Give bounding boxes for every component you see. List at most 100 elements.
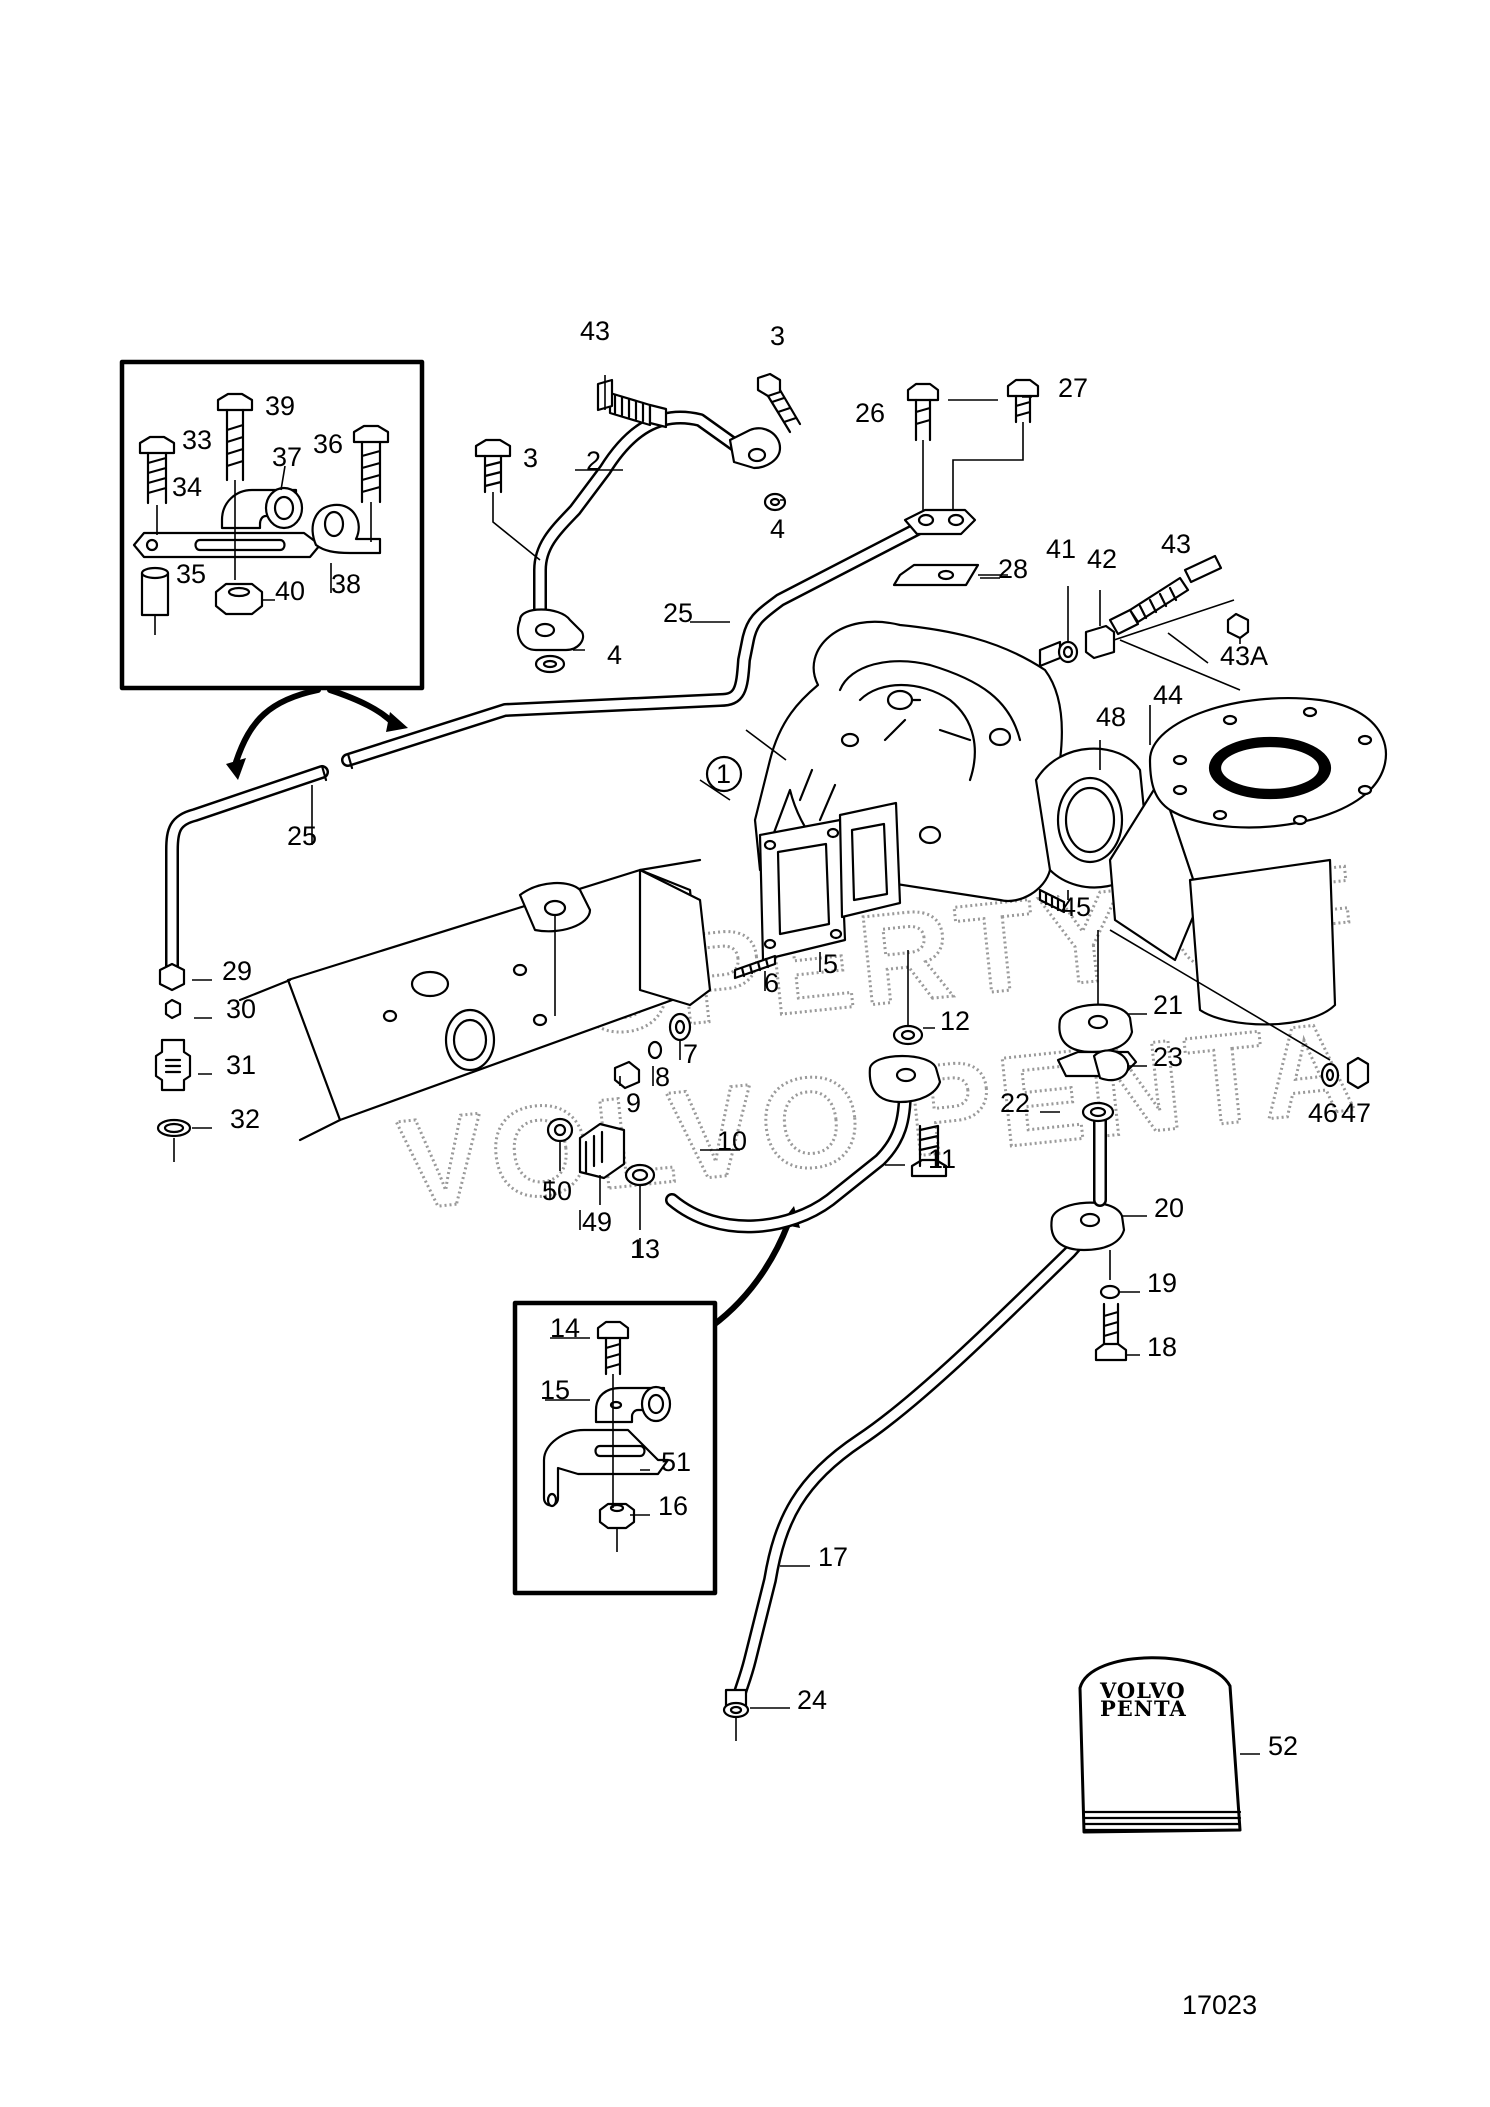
- bracket-51: [542, 1428, 670, 1508]
- seals-13-50: [546, 1117, 656, 1230]
- callout-label-14: 14: [550, 1313, 580, 1343]
- callout-label-40: 40: [275, 576, 305, 606]
- callout-label-37: 37: [272, 442, 302, 472]
- callout-label-50: 50: [542, 1176, 572, 1206]
- callout-label-51: 51: [661, 1447, 691, 1477]
- callout-label-10: 10: [717, 1126, 747, 1156]
- bolt-3-left: [474, 438, 541, 561]
- callout-label-4b: 4: [770, 514, 785, 544]
- callout-label-32: 32: [230, 1104, 260, 1134]
- nut-40: [214, 582, 264, 616]
- plug-43A: [1226, 612, 1250, 644]
- callout-label-3a: 3: [523, 443, 538, 473]
- callout-label-43A: 43A: [1220, 641, 1268, 671]
- callout-label-25b: 25: [287, 821, 317, 851]
- stud-6: [733, 954, 777, 980]
- callout-label-42: 42: [1087, 544, 1117, 574]
- clamp-15: [594, 1385, 672, 1424]
- callout-label-27: 27: [1058, 373, 1088, 403]
- callout-label-35: 35: [176, 559, 206, 589]
- callout-label-44: 44: [1153, 680, 1183, 710]
- spacer-35: [140, 566, 170, 635]
- washer-41: [1057, 586, 1079, 664]
- pipe-2: [516, 410, 782, 652]
- clamp-38: [311, 503, 382, 555]
- bolt-11: [910, 1124, 948, 1178]
- callout-label-33: 33: [182, 425, 212, 455]
- clamp-37: [220, 486, 304, 530]
- callout-circle-1: [705, 755, 743, 793]
- turbo-inlet-flange: [838, 801, 902, 919]
- stud-45: [1038, 888, 1066, 914]
- callout-label-19: 19: [1147, 1268, 1177, 1298]
- leader-lines: [192, 375, 1209, 1709]
- callout-label-23: 23: [1153, 1042, 1183, 1072]
- bolt-36: [352, 424, 390, 504]
- washers-4: [534, 492, 787, 674]
- exhaust-elbow-44: [1108, 696, 1387, 1026]
- callout-label-8: 8: [655, 1062, 670, 1092]
- callout-label-36: 36: [313, 429, 343, 459]
- callout-label-15: 15: [540, 1375, 570, 1405]
- callout-label-39: 39: [265, 391, 295, 421]
- seal-22: [1081, 1101, 1115, 1123]
- bolt-26: [906, 382, 940, 510]
- banjo-fitting-43-top: [596, 378, 668, 429]
- callout-label-41: 41: [1046, 534, 1076, 564]
- callout-label-34: 34: [172, 472, 202, 502]
- callout-label-12: 12: [940, 1006, 970, 1036]
- callout-label-5: 5: [823, 949, 838, 979]
- pipe-25-bracket: [903, 508, 977, 536]
- bolt-27: [952, 378, 1040, 510]
- bolt-33: [138, 435, 176, 505]
- pipe-10: [554, 916, 942, 1234]
- callout-label-52: 52: [1268, 1731, 1298, 1761]
- callout-label-17: 17: [818, 1542, 848, 1572]
- washers-7-9: [613, 1012, 692, 1090]
- callout-label-25a: 25: [663, 598, 693, 628]
- callout-label-22: 22: [1000, 1088, 1030, 1118]
- drawing-number: 17023: [1182, 1990, 1257, 2020]
- callout-label-38: 38: [331, 569, 361, 599]
- callout-label-1: 1: [716, 759, 731, 789]
- callout-label-28: 28: [998, 554, 1028, 584]
- inset-clamp-detail-bottom: [512, 1300, 718, 1596]
- callout-label-6: 6: [764, 968, 779, 998]
- callout-label-18: 18: [1147, 1332, 1177, 1362]
- callout-label-46: 46: [1308, 1098, 1338, 1128]
- flange-21: [1058, 930, 1134, 1054]
- callout-label-49: 49: [582, 1207, 612, 1237]
- callout-label-4a: 4: [607, 640, 622, 670]
- fitting-stack-29-32: [154, 962, 192, 1162]
- callout-label-29: 29: [222, 956, 252, 986]
- plate-34: [132, 531, 322, 559]
- bolt-39: [216, 392, 254, 482]
- pipe-25: [165, 518, 932, 975]
- instruction-manual-52: VOLVO PENTA: [1078, 1656, 1260, 1834]
- callout-label-26: 26: [855, 398, 885, 428]
- nut-16: [598, 1374, 636, 1552]
- callout-label-2: 2: [586, 446, 601, 476]
- callout-labels: 1233445678910111213141516171819202122232…: [172, 316, 1371, 1761]
- callout-label-30: 30: [226, 994, 256, 1024]
- washer-19-bolt-18: [1094, 1250, 1128, 1362]
- inset-clamp-detail-top: [119, 359, 425, 691]
- callout-label-48: 48: [1096, 702, 1126, 732]
- clamp-23: [1056, 1049, 1138, 1082]
- bolt-14: [596, 1320, 630, 1376]
- bolt-3-upper: [756, 372, 802, 434]
- washer-46-nut-47: [1109, 929, 1370, 1090]
- callout-label-31: 31: [226, 1050, 256, 1080]
- callout-label-3b: 3: [770, 321, 785, 351]
- fitting-49: [578, 1122, 626, 1205]
- manual-brand-line-2: PENTA: [1100, 1696, 1187, 1721]
- gasket-5: [758, 818, 847, 962]
- callout-label-20: 20: [1154, 1193, 1184, 1223]
- callout-label-13: 13: [630, 1234, 660, 1264]
- callout-label-16: 16: [658, 1491, 688, 1521]
- manual-brand-line-1: VOLVO: [1099, 1678, 1186, 1703]
- callout-label-45: 45: [1061, 892, 1091, 922]
- callout-label-9: 9: [626, 1088, 641, 1118]
- exhaust-manifold: [238, 858, 712, 1142]
